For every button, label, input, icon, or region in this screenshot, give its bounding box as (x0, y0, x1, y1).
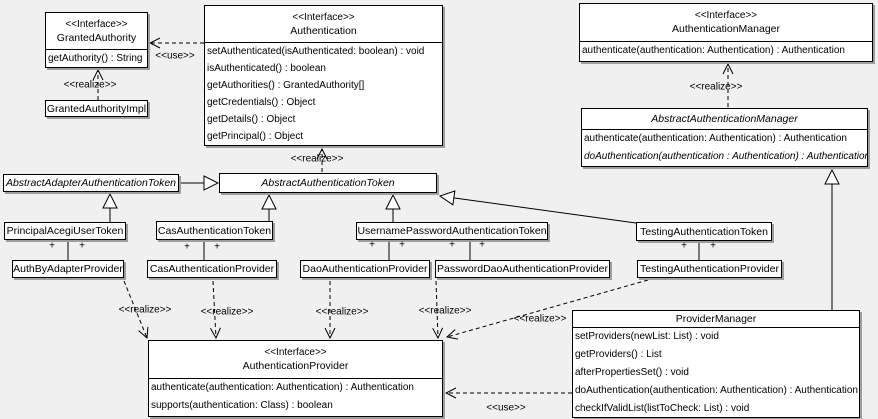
association-end-label: + (214, 241, 220, 253)
method-label: doAuthentication(authentication: Authent… (575, 385, 858, 396)
class-name: CasAuthenticationToken (157, 224, 272, 237)
stereotype-label: <<Interface>> (694, 10, 758, 21)
class-name: TestingAuthenticationProvider (640, 263, 779, 275)
method-label: getDetails() : Object (207, 114, 296, 125)
class-authentication-provider[interactable]: <<Interface>> AuthenticationProvider aut… (148, 340, 443, 417)
association-end-label: + (49, 240, 55, 252)
method-label: getPrincipal() : Object (207, 131, 304, 142)
realize-stereotype-label: <<realize>> (418, 305, 472, 317)
method-label: setAuthenticated(isAuthenticated: boolea… (207, 46, 425, 57)
edge-realize-passworddaoprovider (436, 280, 438, 338)
class-username-password-authentication-token[interactable]: UsernamePasswordAuthenticationToken (356, 222, 548, 240)
class-name: CasAuthenticationProvider (149, 263, 275, 275)
class-provider-manager[interactable]: ProviderManager setProviders(newList: Li… (572, 310, 860, 418)
class-name: AbstractAdapterAuthenticationToken (5, 177, 177, 189)
association-end-label: + (681, 240, 687, 252)
method-label: doAuthentication(authentication : Authen… (584, 151, 867, 162)
class-name: TestingAuthenticationToken (640, 225, 768, 238)
stereotype-label: <<Interface>> (65, 18, 128, 30)
class-name: PrincipalAcegiUserToken (6, 225, 124, 237)
method-label: checkIfValidList(listToCheck: List) : vo… (575, 403, 750, 414)
association-edges (67, 240, 700, 260)
method-label: authenticate(authentication: Authenticat… (151, 382, 414, 393)
method-label: authenticate(authentication: Authenticat… (584, 133, 847, 144)
class-name: ProviderManager (675, 313, 757, 325)
association-end-label: + (184, 241, 190, 253)
class-abstract-adapter-authentication-token[interactable]: AbstractAdapterAuthenticationToken (3, 174, 179, 192)
class-name: Authentication (290, 24, 357, 37)
method-label: isAuthenticated() : boolean (207, 63, 326, 74)
method-label: setProviders(newList: List) : void (575, 331, 719, 342)
stereotype-label: <<Interface>> (264, 347, 327, 358)
class-name: UsernamePasswordAuthenticationToken (357, 225, 547, 237)
class-cas-authentication-provider[interactable]: CasAuthenticationProvider (147, 260, 277, 278)
realize-stereotype-label: <<realize>> (689, 81, 743, 93)
class-dao-authentication-provider[interactable]: DaoAuthenticationProvider (300, 260, 430, 278)
realize-stereotype-label: <<realize>> (63, 79, 117, 91)
association-end-label: + (479, 239, 485, 251)
class-cas-authentication-token[interactable]: CasAuthenticationToken (156, 221, 273, 240)
association-end-label: + (399, 239, 405, 251)
edge-testingtoken-extends-abstracttoken (440, 196, 637, 224)
method-label: getAuthorities() : GrantedAuthority[] (207, 80, 365, 91)
realize-stereotype-label: <<realize>> (290, 153, 344, 165)
class-authentication-manager[interactable]: <<Interface>> AuthenticationManager auth… (579, 3, 873, 62)
class-abstract-authentication-token[interactable]: AbstractAuthenticationToken (219, 173, 437, 193)
class-granted-authority[interactable]: <<Interface>> GrantedAuthority getAuthor… (45, 12, 148, 68)
class-password-dao-authentication-provider[interactable]: PasswordDaoAuthenticationProvider (435, 260, 610, 278)
class-authentication[interactable]: <<Interface>> Authentication setAuthenti… (204, 5, 443, 146)
class-name: GrantedAuthority (56, 31, 137, 44)
class-name: AbstractAuthenticationManager (651, 113, 798, 125)
edge-realize-casprovider (213, 280, 216, 338)
realize-stereotype-label: <<realize>> (513, 313, 567, 325)
association-end-label: + (369, 239, 375, 251)
generalization-edges (110, 170, 832, 310)
realize-stereotype-label: <<realize>> (118, 304, 172, 316)
use-stereotype-label: <<use>> (155, 50, 195, 62)
association-end-label: + (449, 239, 455, 251)
method-label: getAuthority() : String (48, 53, 143, 64)
association-end-label: + (710, 240, 716, 252)
class-name: PasswordDaoAuthenticationProvider (436, 263, 608, 275)
class-testing-authentication-token[interactable]: TestingAuthenticationToken (636, 222, 772, 241)
method-label: getProviders() : List (575, 349, 662, 360)
realize-stereotype-label: <<realize>> (200, 306, 254, 318)
edge-realize-authbyadapterprovider (123, 280, 147, 338)
use-stereotype-label: <<use>> (486, 402, 526, 414)
realize-stereotype-label: <<realize>> (315, 306, 369, 318)
class-auth-by-adapter-provider[interactable]: AuthByAdapterProvider (12, 260, 124, 278)
stereotype-label: <<Interface>> (292, 11, 355, 23)
method-label: afterPropertiesSet() : void (575, 367, 689, 378)
class-name: AuthenticationProvider (242, 360, 349, 372)
class-name: GrantedAuthorityImpl (46, 102, 147, 115)
class-name: AbstractAuthenticationToken (261, 177, 395, 189)
method-label: authenticate(authentication: Authenticat… (582, 45, 845, 56)
class-name: AuthByAdapterProvider (13, 263, 123, 275)
association-end-label: + (79, 240, 85, 252)
class-name: DaoAuthenticationProvider (302, 263, 428, 275)
class-granted-authority-impl[interactable]: GrantedAuthorityImpl (45, 100, 148, 117)
method-label: getCredentials() : Object (207, 97, 316, 108)
class-abstract-authentication-manager[interactable]: AbstractAuthenticationManager authentica… (581, 108, 868, 167)
class-name: AuthenticationManager (672, 23, 780, 35)
class-testing-authentication-provider[interactable]: TestingAuthenticationProvider (637, 260, 782, 278)
dependency-edges (98, 43, 728, 393)
class-principal-acegi-user-token[interactable]: PrincipalAcegiUserToken (4, 222, 126, 240)
method-label: supports(authentication: Class) : boolea… (151, 400, 333, 411)
